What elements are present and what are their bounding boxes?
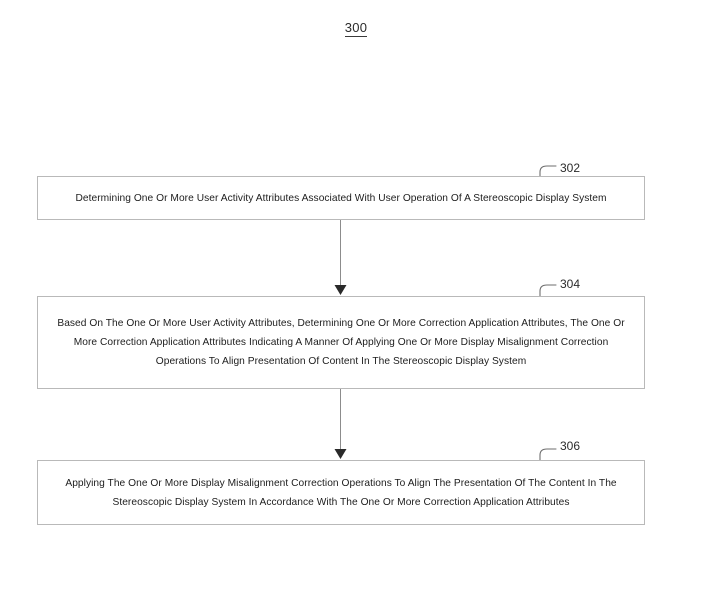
- leader-line-304: [539, 284, 557, 297]
- reference-numeral-302: 302: [560, 161, 581, 175]
- leader-line-306: [539, 448, 557, 461]
- process-step-302-text: Determining One Or More User Activity At…: [75, 192, 607, 204]
- process-step-304-text: Based On The One Or More User Activity A…: [57, 318, 625, 367]
- process-step-306-text: Applying The One Or More Display Misalig…: [65, 477, 617, 508]
- figure-number-text: 300: [344, 20, 368, 37]
- reference-numeral-306: 306: [560, 439, 581, 453]
- reference-numeral-304: 304: [560, 277, 581, 291]
- process-step-306: Applying The One Or More Display Misalig…: [37, 460, 645, 525]
- figure-number: 300: [0, 20, 712, 37]
- process-step-302: Determining One Or More User Activity At…: [37, 176, 645, 220]
- connector-302-to-304: [334, 220, 347, 295]
- connector-304-to-306: [334, 389, 347, 459]
- process-step-304: Based On The One Or More User Activity A…: [37, 296, 645, 389]
